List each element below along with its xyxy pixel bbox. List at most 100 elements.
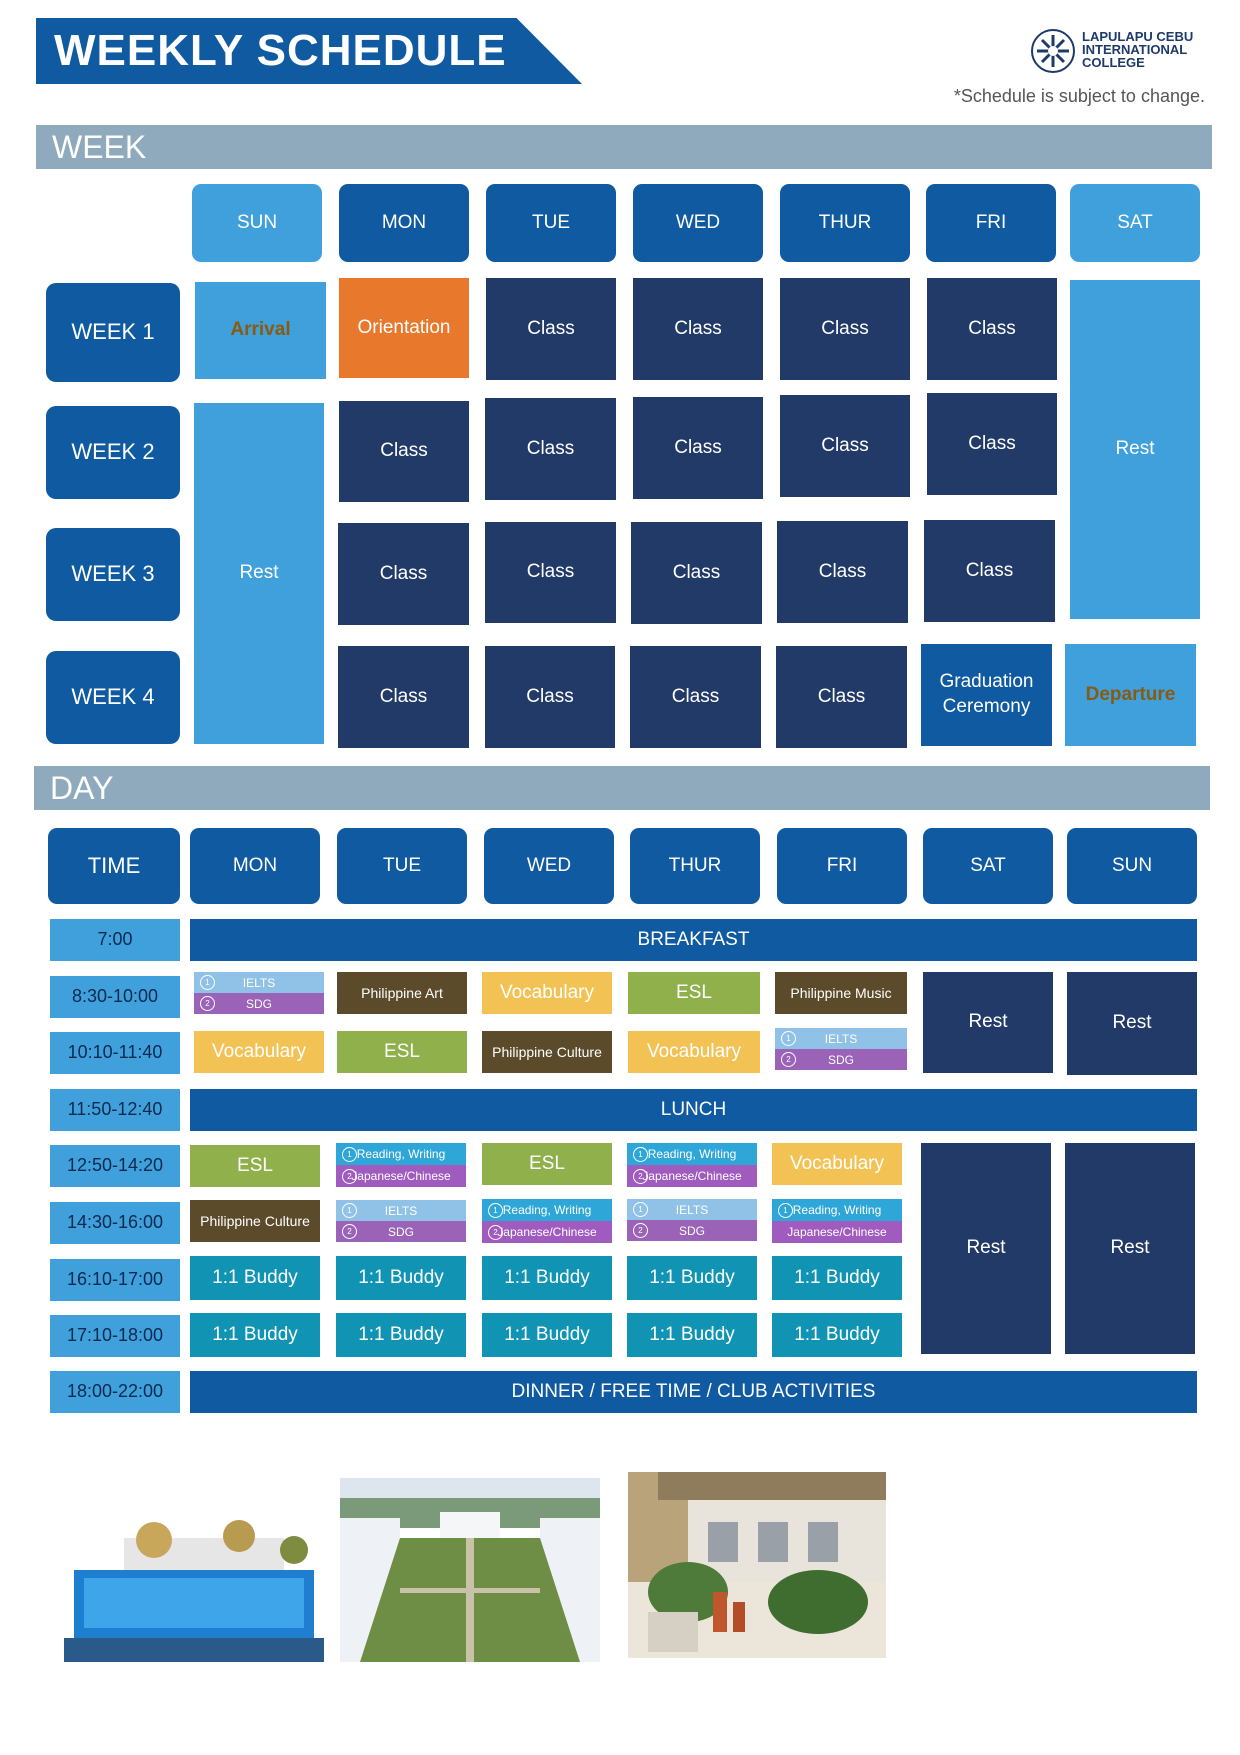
week2-tue-class: Class [485, 398, 616, 500]
sat-morning-rest: Rest [923, 972, 1053, 1073]
thur-1010-vocabulary: Vocabulary [628, 1031, 760, 1073]
wed-830-vocabulary: Vocabulary [482, 972, 612, 1014]
week3-mon-class: Class [338, 523, 469, 625]
week-label-4: WEEK 4 [46, 651, 180, 744]
lunch-row: LUNCH [190, 1089, 1197, 1131]
thur-1610-buddy: 1:1 Buddy [627, 1256, 757, 1300]
mon-1430-philippine-culture: Philippine Culture [190, 1200, 320, 1242]
week1-mon-orientation: Orientation [339, 278, 469, 378]
fri-1610-buddy: 1:1 Buddy [772, 1256, 902, 1300]
thur-1710-buddy: 1:1 Buddy [627, 1313, 757, 1357]
sun-afternoon-rest: Rest [1065, 1143, 1195, 1354]
week-header-thur: THUR [780, 184, 910, 262]
sat-rest-block: Rest [1070, 280, 1200, 619]
pool-photo [64, 1478, 324, 1662]
week1-sun-arrival: Arrival [195, 282, 326, 379]
mon-1010-vocabulary: Vocabulary [194, 1031, 324, 1073]
week1-tue-class: Class [486, 278, 616, 380]
week3-wed-class: Class [631, 522, 762, 624]
mon-1250-esl: ESL [190, 1145, 320, 1187]
time-slot-1: 7:00 [50, 919, 180, 961]
tue-830-philippine-art: Philippine Art [337, 972, 467, 1014]
tue-1710-buddy: 1:1 Buddy [336, 1313, 466, 1357]
sun-rest-block: Rest [194, 403, 324, 744]
mon-1710-buddy: 1:1 Buddy [190, 1313, 320, 1357]
logo-line-3: COLLEGE [1082, 55, 1145, 70]
week2-fri-class: Class [927, 393, 1057, 495]
sun-morning-rest: Rest [1067, 972, 1197, 1075]
week-header-fri: FRI [926, 184, 1056, 262]
week1-wed-class: Class [633, 278, 763, 380]
day-header-mon: MON [190, 828, 320, 904]
week4-fri-graduation: Graduation Ceremony [921, 644, 1052, 746]
week3-tue-class: Class [485, 522, 616, 623]
day-header-thur: THUR [630, 828, 760, 904]
week4-wed-class: Class [630, 646, 761, 748]
day-band: DAY [34, 766, 1210, 810]
title-banner: WEEKLY SCHEDULE [36, 18, 582, 84]
day-header-time: TIME [48, 828, 180, 904]
fri-1710-buddy: 1:1 Buddy [772, 1313, 902, 1357]
logo-line-1: LAPULAPU CEBU [1082, 29, 1194, 44]
wed-1610-buddy: 1:1 Buddy [482, 1256, 612, 1300]
week2-thur-class: Class [780, 395, 910, 497]
logo-line-2: INTERNATIONAL [1082, 42, 1188, 57]
day-header-sat: SAT [923, 828, 1053, 904]
tue-1010-esl: ESL [337, 1031, 467, 1073]
week-header-wed: WED [633, 184, 763, 262]
time-slot-9: 18:00-22:00 [50, 1371, 180, 1413]
page-title: WEEKLY SCHEDULE [54, 26, 507, 75]
week-band: WEEK [36, 125, 1212, 169]
sat-afternoon-rest: Rest [921, 1143, 1051, 1354]
campus-courtyard-photo [340, 1478, 600, 1662]
wed-1250-esl: ESL [482, 1143, 612, 1185]
week1-fri-class: Class [927, 278, 1057, 380]
time-slot-5: 12:50-14:20 [50, 1145, 180, 1187]
college-logo: LAPULAPU CEBU INTERNATIONAL COLLEGE [1030, 28, 1210, 76]
week-label-3: WEEK 3 [46, 528, 180, 621]
week-header-sat: SAT [1070, 184, 1200, 262]
dinner-row: DINNER / FREE TIME / CLUB ACTIVITIES [190, 1371, 1197, 1413]
week4-sat-departure: Departure [1065, 644, 1196, 746]
schedule-note: *Schedule is subject to change. [953, 86, 1205, 106]
tue-1610-buddy: 1:1 Buddy [336, 1256, 466, 1300]
week-header-mon: MON [339, 184, 469, 262]
wed-1710-buddy: 1:1 Buddy [482, 1313, 612, 1357]
time-slot-2: 8:30-10:00 [50, 976, 180, 1018]
week-label-2: WEEK 2 [46, 406, 180, 499]
time-slot-7: 16:10-17:00 [50, 1259, 180, 1301]
week-label-1: WEEK 1 [46, 283, 180, 382]
thur-830-esl: ESL [628, 972, 760, 1014]
week4-mon-class: Class [338, 646, 469, 748]
week4-tue-class: Class [485, 646, 615, 748]
week2-mon-class: Class [339, 401, 469, 502]
week2-wed-class: Class [633, 397, 763, 499]
time-slot-4: 11:50-12:40 [50, 1089, 180, 1131]
time-slot-8: 17:10-18:00 [50, 1315, 180, 1357]
mon-1610-buddy: 1:1 Buddy [190, 1256, 320, 1300]
week4-thur-class: Class [776, 646, 907, 748]
fri-1250-vocabulary: Vocabulary [772, 1143, 902, 1185]
fri-830-philippine-music: Philippine Music [775, 972, 907, 1014]
wed-1010-philippine-culture: Philippine Culture [482, 1031, 612, 1073]
week1-thur-class: Class [780, 278, 910, 380]
week-header-tue: TUE [486, 184, 616, 262]
day-header-fri: FRI [777, 828, 907, 904]
logo-emblem-icon [1031, 29, 1075, 73]
day-header-sun: SUN [1067, 828, 1197, 904]
time-slot-3: 10:10-11:40 [50, 1032, 180, 1074]
week-header-sun: SUN [192, 184, 322, 262]
building-garden-photo [628, 1472, 886, 1658]
time-slot-6: 14:30-16:00 [50, 1202, 180, 1244]
day-header-wed: WED [484, 828, 614, 904]
day-header-tue: TUE [337, 828, 467, 904]
week3-fri-class: Class [924, 520, 1055, 622]
